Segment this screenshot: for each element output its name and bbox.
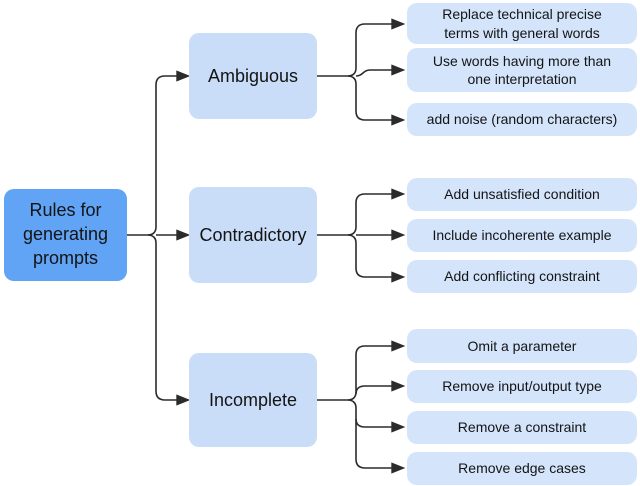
leaf-node-add-conflicting-constraint: Add conflicting constraint	[407, 260, 637, 293]
ambiguous-to-leaf1-connector	[347, 18, 406, 77]
root-to-incomplete-connector	[147, 234, 191, 406]
ambiguous-to-leaf2-connector	[355, 64, 406, 77]
leaf-node-words-multiple-interpretation: Use words having more than one interpret…	[407, 48, 637, 92]
leaf-node-add-unsatisfied-condition: Add unsatisfied condition	[407, 178, 637, 211]
contradictory-to-leaf1-connector	[347, 188, 406, 236]
category-node-incomplete: Incomplete	[189, 353, 317, 447]
leaf-node-remove-constraint: Remove a constraint	[407, 411, 637, 444]
incomplete-to-leaf2-connector	[355, 380, 406, 395]
leaf-node-include-incoherent-example: Include incoherente example	[407, 219, 637, 252]
leaf-node-remove-input-output-type: Remove input/output type	[407, 370, 637, 403]
category-node-ambiguous: Ambiguous	[189, 33, 317, 119]
leaf-node-remove-edge-cases: Remove edge cases	[407, 452, 637, 485]
root-node: Rules for generating prompts	[4, 189, 127, 281]
incomplete-to-leaf4-connector	[347, 399, 406, 474]
leaf-node-add-noise: add noise (random characters)	[407, 103, 637, 136]
leaf-node-replace-technical-terms: Replace technical precise terms with gen…	[407, 3, 637, 44]
category-node-contradictory: Contradictory	[189, 187, 317, 283]
root-to-ambiguous-connector	[147, 70, 191, 236]
incomplete-to-leaf1-connector	[347, 340, 406, 401]
contradictory-to-leaf3-connector	[347, 234, 406, 283]
leaf-node-omit-parameter: Omit a parameter	[407, 329, 637, 363]
ambiguous-to-leaf3-connector	[347, 75, 406, 126]
incomplete-to-leaf3-connector	[355, 418, 406, 433]
